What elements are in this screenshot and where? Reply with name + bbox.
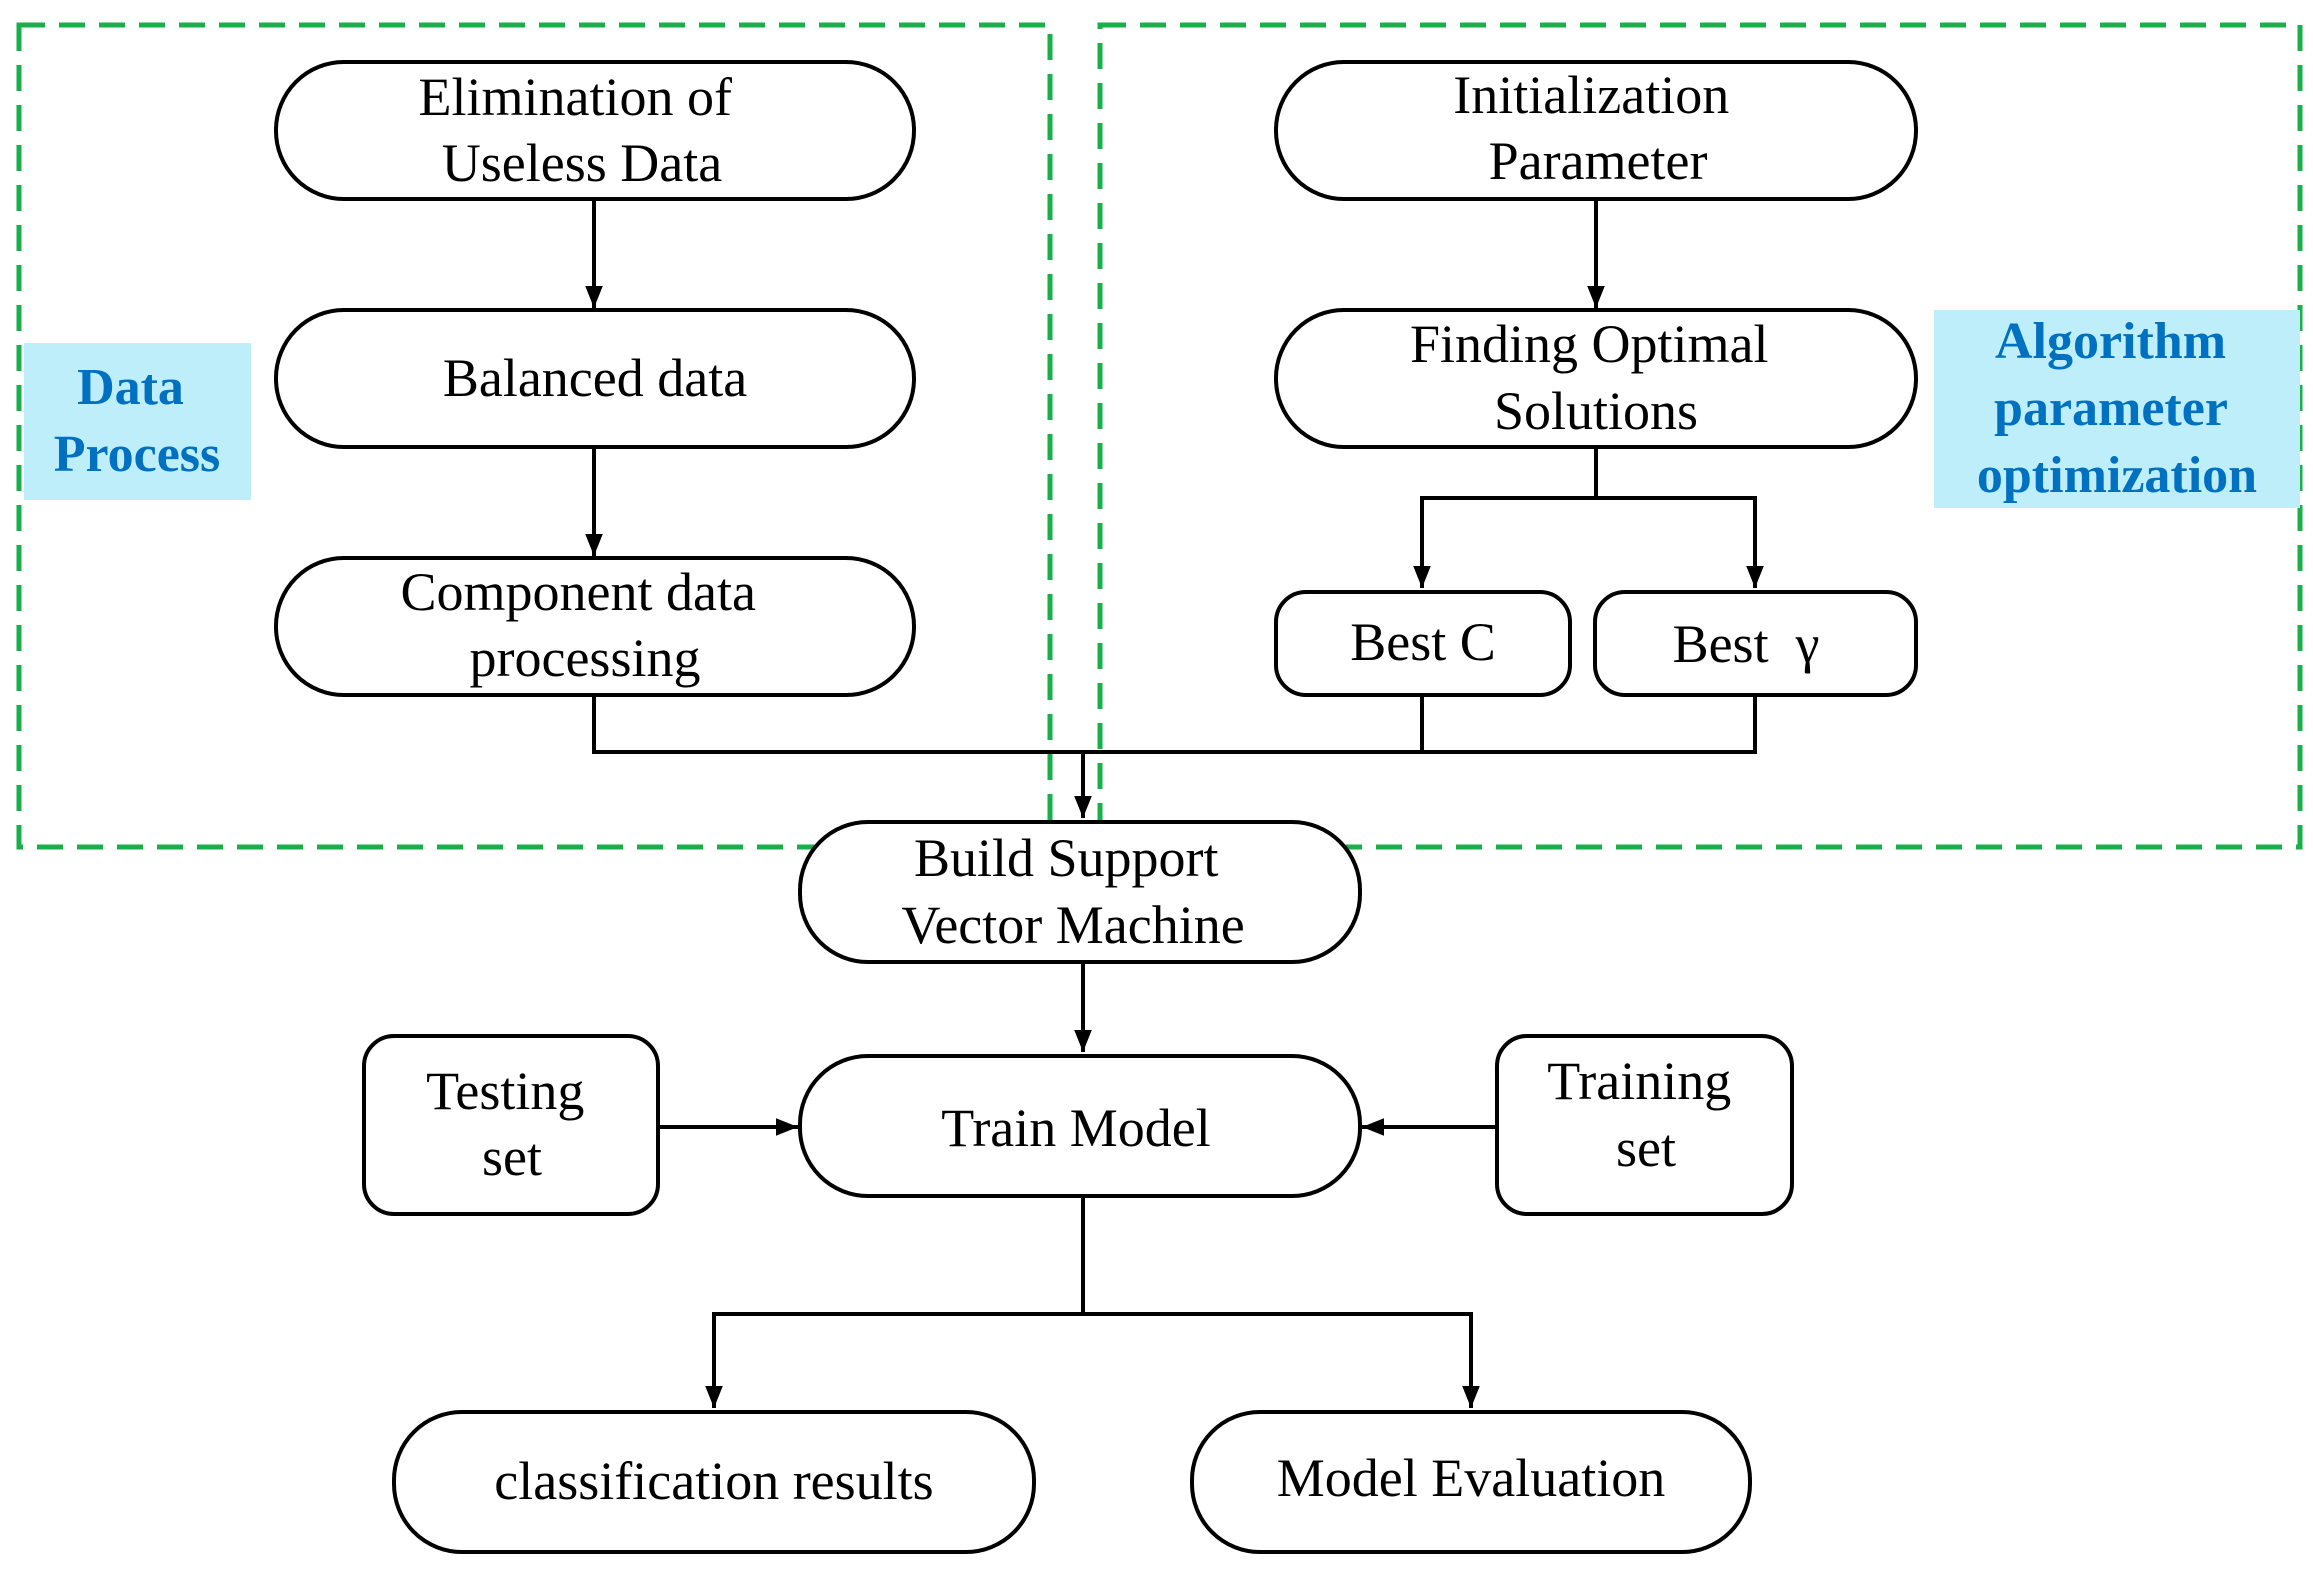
line-train-to-evaluation [1083, 1312, 1480, 1408]
data-process-region [16, 22, 1053, 850]
svg-text:Build Support Vector Mac: Build Support Vector Machine [901, 828, 1244, 955]
node-initialization-line1: Initialization [1453, 65, 1729, 125]
data-process-label: Data Process [24, 343, 251, 500]
node-finding: Finding Optimal Solutions [1274, 308, 1918, 449]
algorithm-label-line3: optimization [1977, 447, 2257, 504]
svg-text:Model Evaluation: Model Evaluation [1277, 1448, 1665, 1508]
connectors [585, 199, 1764, 1408]
node-finding-line1: Finding Optimal [1410, 314, 1769, 374]
svg-text:Testing set: Testing set [426, 1061, 598, 1187]
line-component-merge [592, 695, 1757, 754]
line-finding-to-gamma [1596, 496, 1764, 588]
svg-text:Finding Optimal Solution: Finding Optimal Solutions [1410, 314, 1782, 441]
data-process-label-line2: Process [54, 426, 221, 483]
node-best-c-line1: Best C [1350, 612, 1496, 672]
node-best-gamma: Best γ [1593, 590, 1918, 697]
node-model-evaluation: Model Evaluation [1190, 1410, 1752, 1554]
node-elimination: Elimination of Useless Data [274, 60, 916, 201]
svg-text:Initialization Parameter: Initialization Parameter [1453, 65, 1742, 191]
svg-text:Training set: Training set [1547, 1051, 1745, 1178]
node-best-gamma-line1: Best γ [1673, 614, 1820, 674]
svg-text:Balanced data: Balanced data [443, 348, 747, 408]
svg-text:Algorithm parameter: Algorithm parameter optimization [1977, 313, 2257, 504]
svg-text:Data Process: Data Process [54, 359, 221, 483]
line-finding-split [1413, 447, 1598, 588]
node-best-c: Best C [1274, 590, 1572, 697]
node-component-line2: processing [470, 628, 701, 688]
node-training-set-line1: Training [1547, 1051, 1731, 1111]
node-train-model-line1: Train Model [941, 1098, 1211, 1158]
node-train-model: Train Model [798, 1054, 1362, 1198]
node-evaluation-line1: Model Evaluation [1277, 1448, 1665, 1508]
node-balanced: Balanced data [274, 308, 916, 449]
node-training-set: Training set [1495, 1034, 1794, 1216]
data-process-label-line1: Data [77, 359, 184, 416]
algorithm-label-line2: parameter [1994, 380, 2227, 437]
node-finding-line2: Solutions [1494, 381, 1698, 441]
svg-text:Train Model: Train Model [941, 1098, 1211, 1158]
node-build-svm-line2: Vector Machine [901, 895, 1244, 955]
node-testing-set: Testing set [362, 1034, 660, 1216]
svg-text:classification results: classification results [494, 1451, 933, 1511]
node-training-set-line2: set [1616, 1118, 1676, 1178]
node-initialization: Initialization Parameter [1274, 60, 1918, 201]
svg-text:Component data processin: Component data processing [401, 562, 770, 688]
node-component-line1: Component data [401, 562, 756, 622]
node-build-svm: Build Support Vector Machine [798, 820, 1362, 964]
node-classification-results: classification results [392, 1410, 1036, 1554]
svg-text:Best C: Best C [1350, 612, 1496, 672]
node-balanced-line1: Balanced data [443, 348, 747, 408]
node-testing-set-line2: set [482, 1127, 542, 1187]
line-train-split [705, 1196, 1085, 1408]
node-testing-set-line1: Testing [426, 1061, 584, 1121]
algorithm-optimization-label: Algorithm parameter optimization [1934, 310, 2300, 508]
svg-text:Elimination of Useless D: Elimination of Useless Data [419, 67, 746, 193]
node-build-svm-line1: Build Support [914, 828, 1219, 888]
node-elimination-line2: Useless Data [442, 133, 722, 193]
node-classification-line1: classification results [494, 1451, 933, 1511]
node-component: Component data processing [274, 556, 916, 697]
node-initialization-line2: Parameter [1489, 131, 1708, 191]
node-elimination-line1: Elimination of [419, 67, 732, 127]
svg-text:Best γ: Best γ [1673, 614, 1820, 674]
algorithm-label-line1: Algorithm [1995, 313, 2226, 370]
